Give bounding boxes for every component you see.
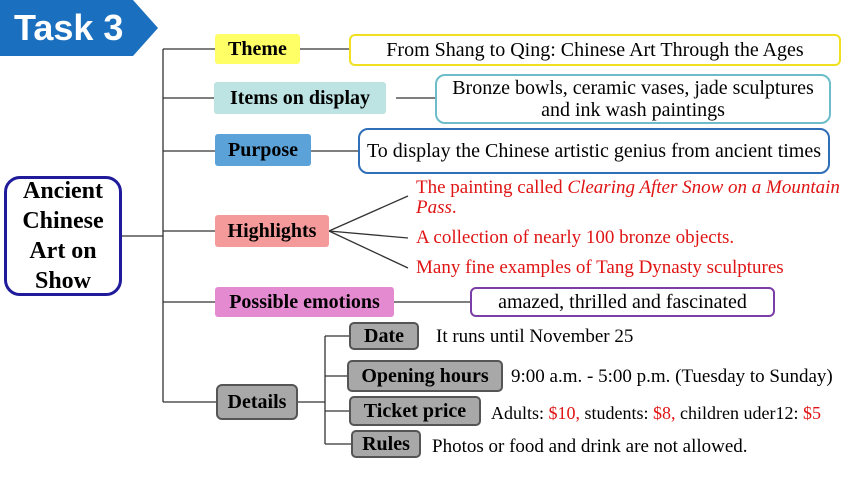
root-topic: Ancient Chinese Art on Show	[4, 176, 122, 296]
category-possible-emotions: Possible emotions	[215, 287, 394, 317]
details-date-text: It runs until November 25	[436, 326, 634, 347]
price-children-value: $5	[803, 403, 821, 423]
emotions-value: amazed, thrilled and fascinated	[470, 287, 775, 317]
category-items-on-display: Items on display	[214, 82, 386, 114]
theme-value: From Shang to Qing: Chinese Art Through …	[349, 34, 841, 66]
details-date-label: Date	[349, 322, 419, 350]
details-price-text: Adults: $10, students: $8, children uder…	[491, 402, 821, 424]
details-price-label: Ticket price	[349, 396, 481, 426]
category-details: Details	[216, 384, 298, 420]
price-adults-value: $10,	[548, 403, 581, 423]
highlight-painting-suffix: .	[451, 197, 457, 218]
highlight-sculptures: Many fine examples of Tang Dynasty sculp…	[416, 257, 784, 278]
highlight-bronze: A collection of nearly 100 bronze object…	[416, 227, 735, 248]
details-hours-text: 9:00 a.m. - 5:00 p.m. (Tuesday to Sunday…	[511, 366, 833, 387]
task-label: Task 3	[0, 0, 158, 56]
highlight-painting-prefix: The painting called	[416, 177, 568, 198]
price-students-value: $8,	[653, 403, 676, 423]
price-students-label: students:	[580, 403, 654, 423]
highlight-painting: The painting called Clearing After Snow …	[416, 178, 846, 218]
price-adults-label: Adults:	[491, 403, 549, 423]
category-highlights: Highlights	[215, 215, 329, 247]
category-theme: Theme	[215, 34, 300, 64]
purpose-value: To display the Chinese artistic genius f…	[358, 128, 830, 174]
details-rules-text: Photos or food and drink are not allowed…	[432, 436, 748, 457]
details-rules-label: Rules	[351, 430, 421, 458]
details-hours-label: Opening hours	[347, 360, 503, 392]
price-children-label: children uder12:	[675, 403, 803, 423]
category-purpose: Purpose	[215, 134, 311, 166]
items-value: Bronze bowls, ceramic vases, jade sculpt…	[435, 74, 831, 124]
highlight-painting-title: Clearing After Snow on a Mountain Pass	[416, 177, 840, 218]
